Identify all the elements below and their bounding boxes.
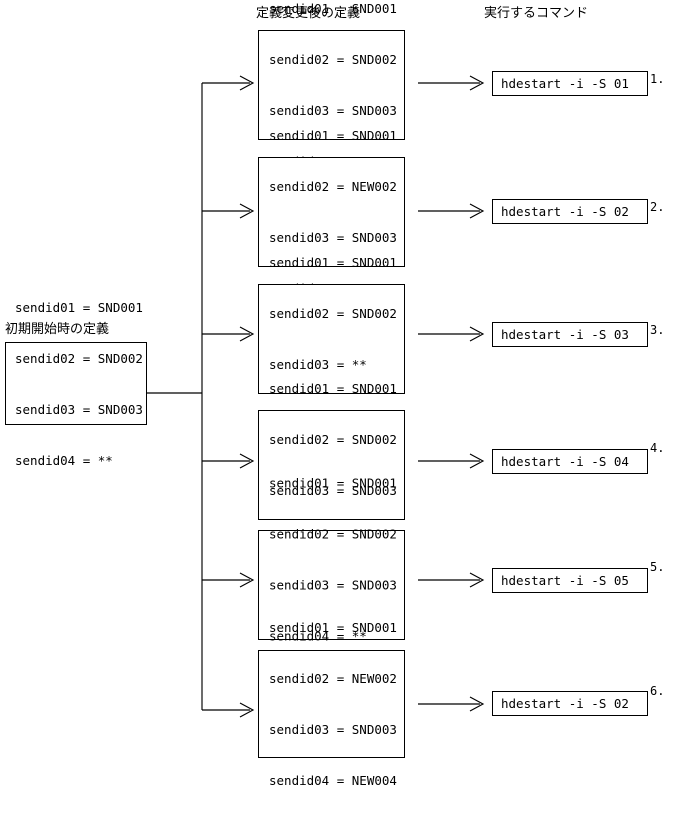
- command-arrowhead-5: [469, 572, 485, 588]
- definition-line: sendid01 = SND001: [15, 299, 143, 315]
- command-box-3: hdestart -i -S 03: [492, 322, 648, 347]
- command-box-6: hdestart -i -S 02: [492, 691, 648, 716]
- command-number-1: 1.: [650, 72, 665, 86]
- definition-box-5: sendid01 = SND001 sendid02 = SND002 send…: [258, 476, 405, 695]
- command-number-3: 3.: [650, 323, 665, 337]
- command-box-4: hdestart -i -S 04: [492, 449, 648, 474]
- definition-line: sendid01 = SND001: [269, 620, 397, 635]
- command-number-4: 4.: [650, 441, 665, 455]
- command-text: hdestart -i -S 02: [501, 695, 629, 711]
- branch-arrowhead-6: [239, 702, 255, 718]
- column-header-commands: 実行するコマンド: [484, 6, 589, 21]
- initial-definition-label: 初期開始時の定義: [5, 322, 110, 337]
- definition-line: sendid01 = SND001: [269, 128, 397, 143]
- definition-line: sendid02 = NEW002: [269, 671, 397, 686]
- definition-line: sendid02 = SND002: [269, 306, 397, 321]
- definition-line: sendid04 = NEW004: [269, 773, 397, 788]
- branch-arrowhead-4: [239, 453, 255, 469]
- command-arrowhead-6: [469, 696, 485, 712]
- branch-arrowhead-2: [239, 203, 255, 219]
- definition-line: sendid01 = SND001: [269, 475, 397, 491]
- definition-line: sendid01 = SND001: [269, 381, 397, 396]
- initial-definition-lines: sendid01 = SND001 sendid02 = SND002 send…: [15, 265, 143, 503]
- definition-lines-6: sendid01 = SND001 sendid02 = NEW002 send…: [269, 585, 397, 823]
- command-text: hdestart -i -S 04: [501, 453, 629, 469]
- definition-line: sendid03 = SND003: [269, 722, 397, 737]
- command-number-6: 6.: [650, 684, 665, 698]
- definition-line: sendid03 = SND003: [269, 230, 397, 245]
- command-box-1: hdestart -i -S 01: [492, 71, 648, 96]
- branch-arrowhead-5: [239, 572, 255, 588]
- command-arrowhead-3: [469, 326, 485, 342]
- command-box-2: hdestart -i -S 02: [492, 199, 648, 224]
- definition-line: sendid03 = SND003: [269, 483, 397, 498]
- definition-line: sendid01 = SND001: [269, 255, 397, 270]
- definition-line: sendid04 = **: [15, 452, 113, 468]
- initial-definition-box: sendid01 = SND001 sendid02 = SND002 send…: [5, 300, 147, 468]
- definition-line: sendid02 = SND002: [269, 432, 397, 447]
- command-text: hdestart -i -S 03: [501, 326, 629, 342]
- definition-line: sendid02 = SND002: [15, 350, 143, 366]
- command-arrowhead-1: [469, 75, 485, 91]
- command-arrowhead-4: [469, 453, 485, 469]
- diagram-canvas: 定義変更後の定義 実行するコマンド 初期開始時の定義 sendid01 = SN…: [5, 1, 665, 788]
- definition-line: sendid03 = **: [269, 357, 367, 372]
- definition-line: sendid02 = SND002: [269, 526, 397, 542]
- branch-arrowhead-3: [239, 326, 255, 342]
- definition-box-6: sendid01 = SND001 sendid02 = NEW002 send…: [258, 620, 405, 788]
- command-text: hdestart -i -S 01: [501, 75, 629, 91]
- command-number-2: 2.: [650, 200, 665, 214]
- definition-line: sendid02 = SND002: [269, 52, 397, 67]
- command-box-5: hdestart -i -S 05: [492, 568, 648, 593]
- column-header-definitions: 定義変更後の定義: [256, 6, 361, 21]
- command-text: hdestart -i -S 05: [501, 572, 629, 588]
- definition-line: sendid03 = SND003: [269, 577, 397, 593]
- command-number-5: 5.: [650, 560, 665, 574]
- definition-line: sendid02 = NEW002: [269, 179, 397, 194]
- definition-line: sendid03 = SND003: [269, 103, 397, 118]
- command-text: hdestart -i -S 02: [501, 203, 629, 219]
- branch-arrowhead-1: [239, 75, 255, 91]
- definition-line: sendid03 = SND003: [15, 401, 143, 417]
- definition-line: sendid01 = SND001: [269, 1, 397, 16]
- definition-line: sendid04 = **: [269, 628, 367, 644]
- command-arrowhead-2: [469, 203, 485, 219]
